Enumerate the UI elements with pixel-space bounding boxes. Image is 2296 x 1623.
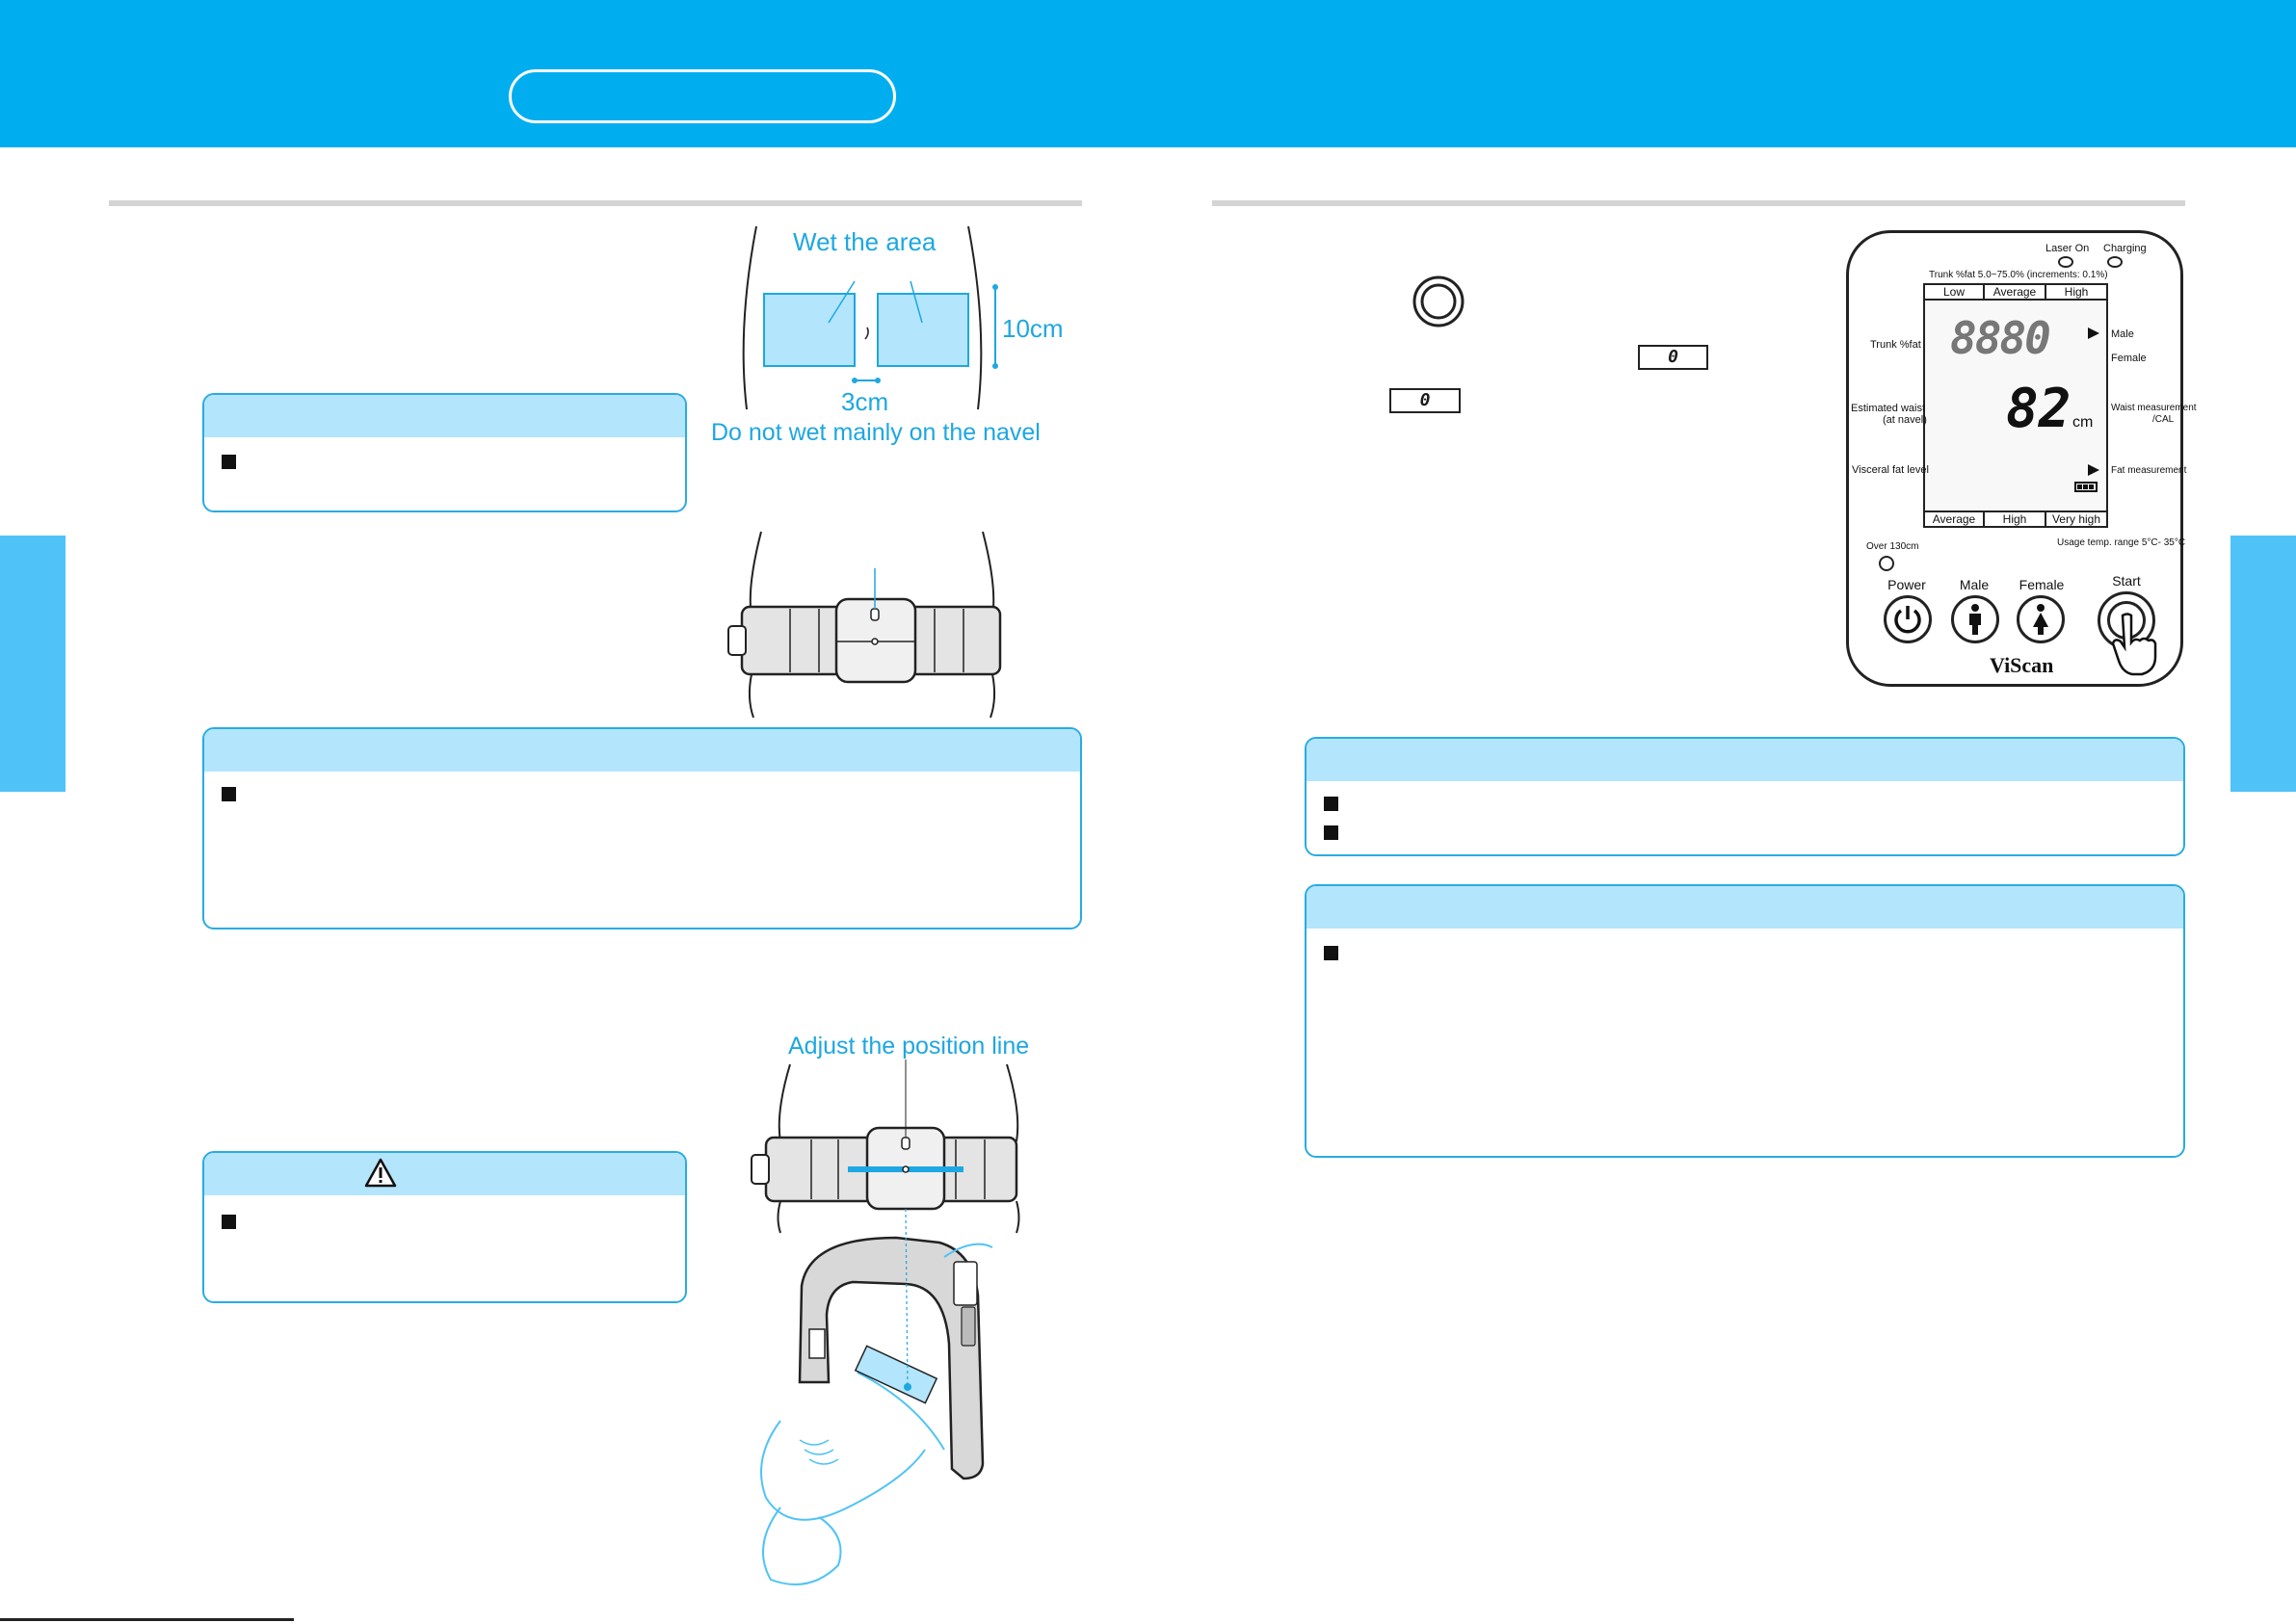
usage-temp-label: Usage temp. range 5°C- 35°C <box>2057 537 2186 548</box>
scale-bottom-very-high: Very high <box>2045 510 2108 528</box>
label-estimated-waist-2: (at navel) <box>1883 414 1927 426</box>
note-box-2-header <box>204 729 1080 772</box>
trunk-range-label: Trunk %fat 5.0~75.0% (increments: 0.1%) <box>1929 270 2108 280</box>
label-trunk-fat: Trunk %fat <box>1870 339 1921 351</box>
belt-figure <box>727 531 1002 719</box>
left-side-tab <box>0 536 66 792</box>
female-icon <box>2033 604 2048 635</box>
warning-box-header <box>204 1153 685 1195</box>
male-button-label: Male <box>1959 577 1990 592</box>
bullet-square-icon <box>1324 797 1338 811</box>
warning-triangle-icon <box>364 1158 397 1188</box>
note-box-3-header <box>1306 739 2183 781</box>
label-waist-measurement-1: Waist measurement <box>2111 403 2197 413</box>
scale-bottom-high: High <box>1983 510 2046 528</box>
start-button-label: Start <box>2112 573 2141 589</box>
label-male: Male <box>2111 328 2134 340</box>
adjust-position-title: Adjust the position line <box>788 1033 1030 1060</box>
note-box-2 <box>202 727 1082 929</box>
power-button[interactable] <box>1884 595 1932 643</box>
start-button-icon <box>1412 275 1465 327</box>
female-button-label: Female <box>2019 577 2065 592</box>
scale-top-low: Low <box>1923 283 1985 301</box>
bullet-square-icon <box>1324 825 1338 840</box>
warning-box <box>202 1151 687 1303</box>
width-label: 3cm <box>841 387 889 416</box>
height-label: 10cm <box>1002 314 1064 343</box>
laser-on-label: Laser On <box>2045 243 2090 254</box>
label-estimated-waist-1: Estimated waist <box>1851 403 1926 414</box>
label-waist-measurement-2: /CAL <box>2152 414 2175 425</box>
male-icon <box>1969 604 1981 635</box>
lcd-trunk-fat-digits: 8880 <box>1950 312 2051 364</box>
battery-icon <box>2074 482 2098 492</box>
pressing-hand-icon <box>2111 613 2157 676</box>
position-figure <box>751 1060 1020 1585</box>
lcd-waist-unit: cm <box>2072 414 2094 431</box>
fat-pointer-icon <box>2088 464 2099 476</box>
male-button[interactable] <box>1951 595 1999 643</box>
bullet-square-icon <box>222 1215 236 1229</box>
label-visceral-fat: Visceral fat level <box>1852 464 1929 476</box>
over-130cm-indicator-icon <box>1879 556 1894 571</box>
header-title-pill <box>509 69 896 123</box>
right-side-tab <box>2230 536 2296 792</box>
bullet-square-icon <box>222 787 236 801</box>
navel-caption: Do not wet mainly on the navel <box>711 419 1041 446</box>
left-section-rule <box>109 200 1082 206</box>
male-pointer-icon <box>2088 327 2099 339</box>
charging-label: Charging <box>2103 243 2147 254</box>
scale-top-high: High <box>2045 283 2108 301</box>
note-box-3 <box>1305 737 2185 856</box>
note-box-4-header <box>1306 886 2183 929</box>
scale-bottom-average: Average <box>1923 510 1985 528</box>
label-fat-measurement: Fat measurement <box>2111 465 2187 476</box>
device-control-panel: Laser On Charging Trunk %fat 5.0~75.0% (… <box>1846 230 2197 687</box>
label-over-130cm: Over 130cm <box>1866 541 1919 552</box>
inline-display-zero-b: 0 <box>1389 388 1461 413</box>
device-brand-label: ViScan <box>1990 653 2054 677</box>
bullet-square-icon <box>1324 946 1338 960</box>
female-button[interactable] <box>2017 595 2065 643</box>
inline-display-zero-a: 0 <box>1638 345 1708 370</box>
wet-area-title: Wet the area <box>793 227 937 256</box>
header-band <box>0 0 2296 147</box>
bottom-crop-line <box>0 1618 294 1621</box>
lcd-waist-value: 82 <box>2006 378 2072 440</box>
charging-indicator-icon <box>2107 256 2123 268</box>
power-button-label: Power <box>1887 577 1926 592</box>
scale-top-average: Average <box>1983 283 2046 301</box>
note-box-1-header <box>204 395 685 437</box>
label-female: Female <box>2111 353 2147 364</box>
note-box-1 <box>202 393 687 512</box>
right-section-rule <box>1212 200 2185 206</box>
power-icon <box>1894 606 1921 634</box>
laser-indicator-icon <box>2058 256 2073 268</box>
note-box-4 <box>1305 884 2185 1158</box>
bullet-square-icon <box>222 455 236 469</box>
wet-area-figure <box>742 225 998 410</box>
